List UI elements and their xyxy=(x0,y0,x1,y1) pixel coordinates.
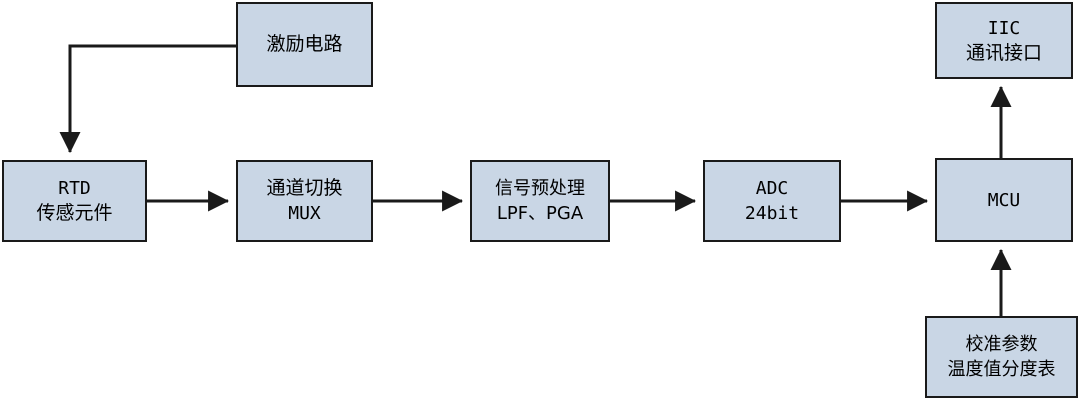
node-signal-preprocessing[interactable]: 信号预处理 LPF、PGA xyxy=(470,160,610,242)
node-adc-line-1: ADC xyxy=(755,178,789,199)
node-iic-interface-line-1: IIC xyxy=(987,17,1021,39)
node-channel-mux[interactable]: 通道切换 MUX xyxy=(236,160,373,242)
node-excitation-circuit-line-1: 激励电路 xyxy=(266,33,343,55)
node-rtd-sensor-line-1: RTD xyxy=(58,178,91,199)
edge-excitation-to-rtd xyxy=(59,44,236,154)
node-rtd-sensor-line-2: 传感元件 xyxy=(36,202,113,224)
node-signal-preprocessing-line-1: 信号预处理 xyxy=(495,178,585,199)
node-adc-line-2: 24bit xyxy=(744,203,800,224)
node-signal-preprocessing-line-2: LPF、PGA xyxy=(496,203,584,224)
node-excitation-circuit[interactable]: 激励电路 xyxy=(236,2,373,87)
node-channel-mux-line-2: MUX xyxy=(288,203,321,224)
node-calibration-parameters[interactable]: 校准参数 温度值分度表 xyxy=(925,316,1078,398)
node-rtd-sensor[interactable]: RTD 传感元件 xyxy=(2,160,147,242)
node-adc[interactable]: ADC 24bit xyxy=(703,160,841,242)
node-calibration-parameters-line-2: 温度值分度表 xyxy=(947,359,1056,380)
node-mcu-line-1: MCU xyxy=(987,189,1021,211)
node-calibration-parameters-line-1: 校准参数 xyxy=(965,334,1038,355)
node-iic-interface-line-2: 通讯接口 xyxy=(965,41,1042,64)
node-mcu[interactable]: MCU xyxy=(935,158,1073,242)
node-channel-mux-line-1: 通道切换 xyxy=(266,177,343,199)
node-iic-interface[interactable]: IIC 通讯接口 xyxy=(935,2,1073,79)
